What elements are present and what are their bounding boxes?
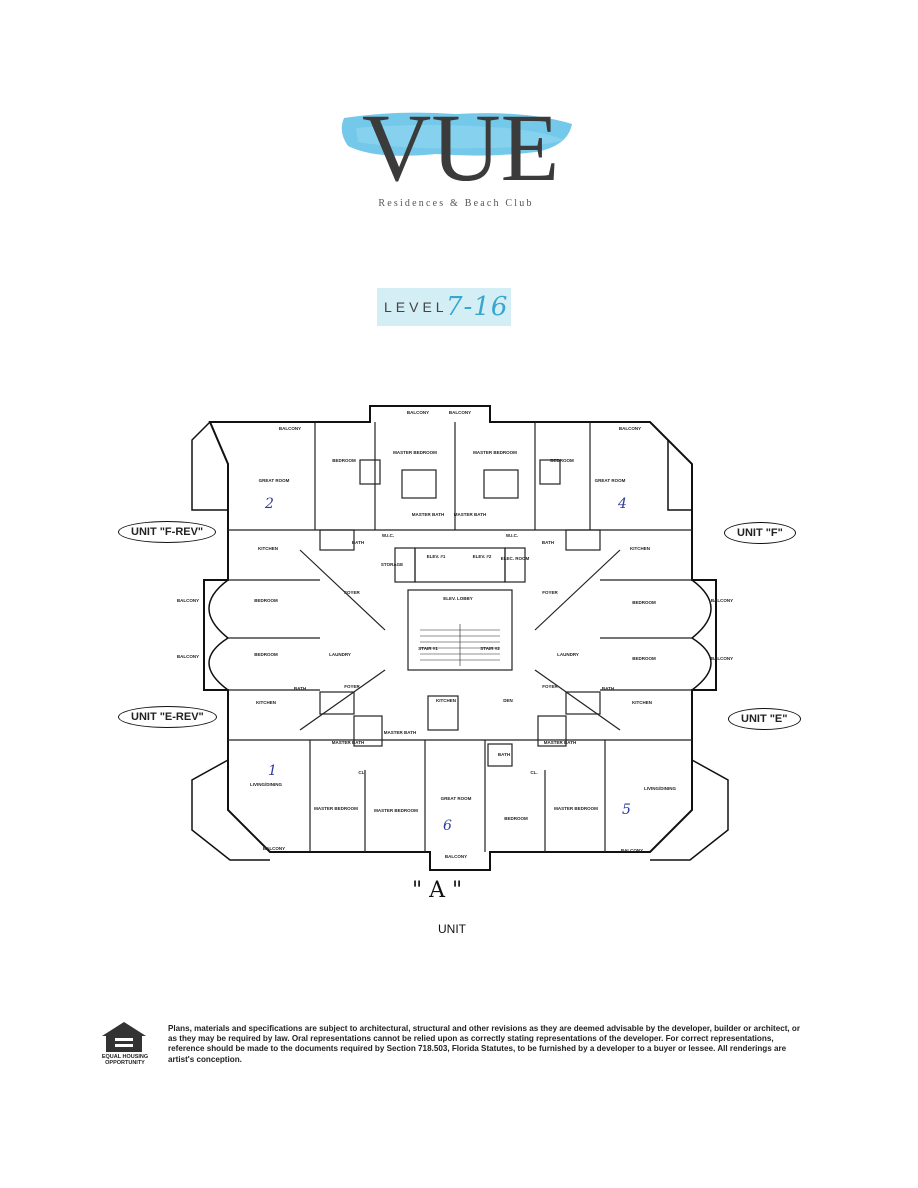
room-balcony: BALCONY (711, 598, 733, 603)
level-badge (377, 288, 511, 326)
room-bedroom: BEDROOM (550, 458, 574, 463)
brand-tagline: Residences & Beach Club (378, 198, 534, 209)
unit-word-caption: UNIT (438, 922, 466, 936)
room-master-bedroom: MASTER BEDROOM (314, 806, 358, 811)
room-balcony: BALCONY (449, 410, 471, 415)
room-balcony: BALCONY (619, 426, 641, 431)
room-kitchen: KITCHEN (630, 546, 650, 551)
handwritten-number: 5 (622, 802, 631, 818)
room-wic: W.I.C. (382, 533, 394, 538)
room-bath: BATH (498, 752, 510, 757)
room-master-bedroom: MASTER BEDROOM (554, 806, 598, 811)
room-stair-1: STAIR #1 (418, 646, 438, 651)
legal-disclaimer: Plans, materials and specifications are … (168, 1024, 800, 1064)
room-bedroom: BEDROOM (254, 652, 278, 657)
equal-housing-text: EQUAL HOUSING OPPORTUNITY (101, 1054, 149, 1066)
room-balcony: BALCONY (711, 656, 733, 661)
room-den: DEN (503, 698, 513, 703)
room-kitchen: KITCHEN (632, 700, 652, 705)
unit-tag-f-rev: UNIT "F-REV" (118, 521, 217, 543)
room-elevator-lobby: ELEV. LOBBY (443, 596, 473, 601)
room-storage: STORAGE (381, 562, 403, 567)
room-bath: BATH (602, 686, 614, 691)
room-bath: BATH (352, 540, 364, 545)
room-balcony: BALCONY (177, 598, 199, 603)
room-master-bath: MASTER BATH (412, 512, 444, 517)
room-balcony: BALCONY (279, 426, 301, 431)
room-foyer: FOYER (344, 684, 360, 689)
room-kitchen: KITCHEN (256, 700, 276, 705)
unit-tag-e-rev: UNIT "E-REV" (118, 706, 217, 728)
room-foyer: FOYER (542, 590, 558, 595)
equal-housing-icon (96, 1020, 152, 1070)
vue-wordmark: VUE (362, 94, 559, 198)
room-elevator-1: ELEV. #1 (427, 554, 446, 559)
room-master-bedroom: MASTER BEDROOM (473, 450, 517, 455)
room-bedroom: BEDROOM (332, 458, 356, 463)
room-kitchen: KITCHEN (436, 698, 456, 703)
handwritten-number: 6 (443, 818, 452, 834)
room-elevator-2: ELEV. #2 (473, 554, 492, 559)
level-word: LEVEL (384, 299, 448, 315)
handwritten-number: 4 (618, 496, 627, 512)
room-bedroom: BEDROOM (254, 598, 278, 603)
room-balcony: BALCONY (263, 846, 285, 851)
room-living-dining: LIVING/DINING (250, 782, 283, 787)
room-bath: BATH (294, 686, 306, 691)
room-master-bath: MASTER BATH (454, 512, 486, 517)
level-range: 7-16 (446, 292, 509, 322)
unit-letter-caption: " A " (412, 878, 463, 903)
room-master-bedroom: MASTER BEDROOM (393, 450, 437, 455)
unit-tag-e: UNIT "E" (728, 708, 801, 730)
room-wic: W.I.C. (506, 533, 518, 538)
room-master-bath: MASTER BATH (544, 740, 576, 745)
room-master-bath: MASTER BATH (332, 740, 364, 745)
handwritten-number: 1 (268, 763, 277, 779)
room-laundry: LAUNDRY (557, 652, 579, 657)
handwritten-number: 2 (265, 496, 274, 512)
room-balcony: BALCONY (445, 854, 467, 859)
room-balcony: BALCONY (621, 848, 643, 853)
room-bedroom: BEDROOM (632, 656, 656, 661)
room-balcony: BALCONY (407, 410, 429, 415)
room-bath: BATH (542, 540, 554, 545)
room-living-dining: LIVING/DINING (644, 786, 677, 791)
room-great-room: GREAT ROOM (441, 796, 472, 801)
room-laundry: LAUNDRY (329, 652, 351, 657)
room-great-room: GREAT ROOM (259, 478, 290, 483)
room-master-bath: MASTER BATH (384, 730, 416, 735)
floor-plan: BALCONY BALCONY BALCONY BALCONY GREAT RO… (177, 405, 733, 871)
room-master-bedroom: MASTER BEDROOM (374, 808, 418, 813)
room-great-room: GREAT ROOM (595, 478, 626, 483)
room-kitchen: KITCHEN (258, 546, 278, 551)
room-elec-room: ELEC. ROOM (501, 556, 530, 561)
room-bedroom: BEDROOM (632, 600, 656, 605)
room-foyer: FOYER (344, 590, 360, 595)
room-stair-2: STAIR #2 (480, 646, 500, 651)
room-closet: CL. (358, 770, 365, 775)
room-balcony: BALCONY (177, 654, 199, 659)
room-foyer: FOYER (542, 684, 558, 689)
vue-logo: VUE (336, 88, 576, 218)
room-closet: CL. (530, 770, 537, 775)
unit-tag-f: UNIT "F" (724, 522, 796, 544)
room-bedroom: BEDROOM (504, 816, 528, 821)
